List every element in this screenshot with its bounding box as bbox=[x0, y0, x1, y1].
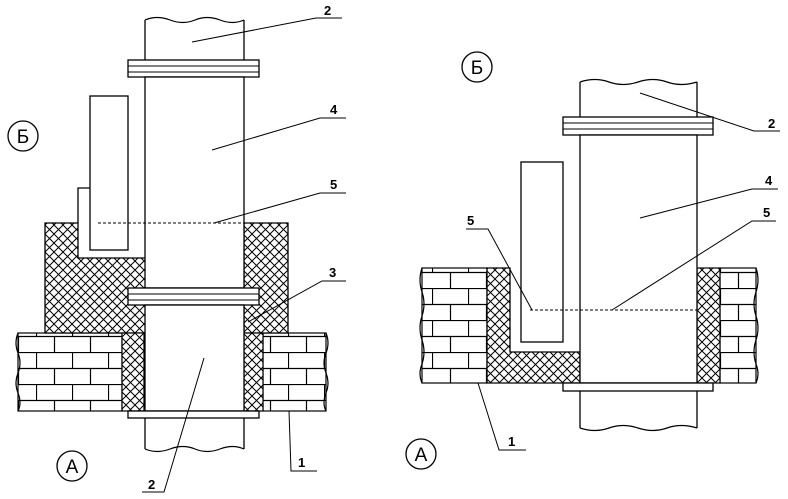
right-leaders bbox=[466, 92, 780, 451]
left-brick-wall-right bbox=[262, 332, 327, 412]
right-zone-a-label: А bbox=[415, 445, 428, 466]
right-callout-1: 1 bbox=[508, 434, 515, 449]
left-zone-a-circle bbox=[56, 450, 88, 482]
right-brick-wall-right bbox=[719, 267, 757, 384]
left-lower-flange bbox=[127, 287, 260, 306]
right-callout-5-right: 5 bbox=[763, 205, 770, 220]
right-brick-wall-left bbox=[421, 267, 488, 384]
right-zone-b-circle bbox=[461, 51, 493, 83]
left-zone-b-circle bbox=[7, 120, 39, 152]
right-callout-5-left: 5 bbox=[467, 213, 474, 228]
right-zone-a-circle bbox=[405, 438, 437, 470]
right-insulation-strip bbox=[696, 267, 721, 384]
left-zone-a-label: А bbox=[66, 457, 79, 478]
left-figure: 2 4 5 3 1 2 Б А bbox=[7, 3, 346, 493]
left-callout-3: 3 bbox=[329, 265, 336, 280]
left-brick-wall bbox=[15, 332, 329, 412]
left-wall-insulation-left bbox=[121, 332, 145, 412]
left-callout-2-top: 2 bbox=[324, 3, 331, 18]
left-pipe-lower bbox=[127, 304, 260, 453]
left-callout-4: 4 bbox=[330, 102, 338, 117]
left-callout-5: 5 bbox=[330, 177, 337, 192]
left-wall-insulation-right bbox=[243, 332, 264, 412]
left-zone-b-label: Б bbox=[17, 127, 29, 148]
left-leaders bbox=[142, 17, 346, 493]
left-upper-flange bbox=[127, 59, 260, 78]
left-pipe-upper bbox=[127, 16, 260, 78]
left-callout-2-bottom: 2 bbox=[148, 477, 155, 492]
left-side-duct bbox=[77, 95, 129, 251]
left-callout-1: 1 bbox=[298, 455, 305, 470]
right-adapter bbox=[579, 134, 698, 384]
right-pipe-upper bbox=[562, 78, 714, 136]
right-zone-b-label: Б bbox=[471, 58, 483, 79]
right-callout-2: 2 bbox=[768, 116, 775, 131]
right-upper-flange bbox=[562, 116, 714, 136]
right-callout-4: 4 bbox=[765, 173, 773, 188]
left-adapter bbox=[144, 76, 245, 289]
right-side-duct bbox=[520, 161, 564, 343]
left-brick-wall-left bbox=[17, 332, 123, 412]
right-pipe-lower bbox=[562, 382, 714, 432]
right-figure: 2 4 5 5 1 Б А bbox=[405, 51, 780, 470]
